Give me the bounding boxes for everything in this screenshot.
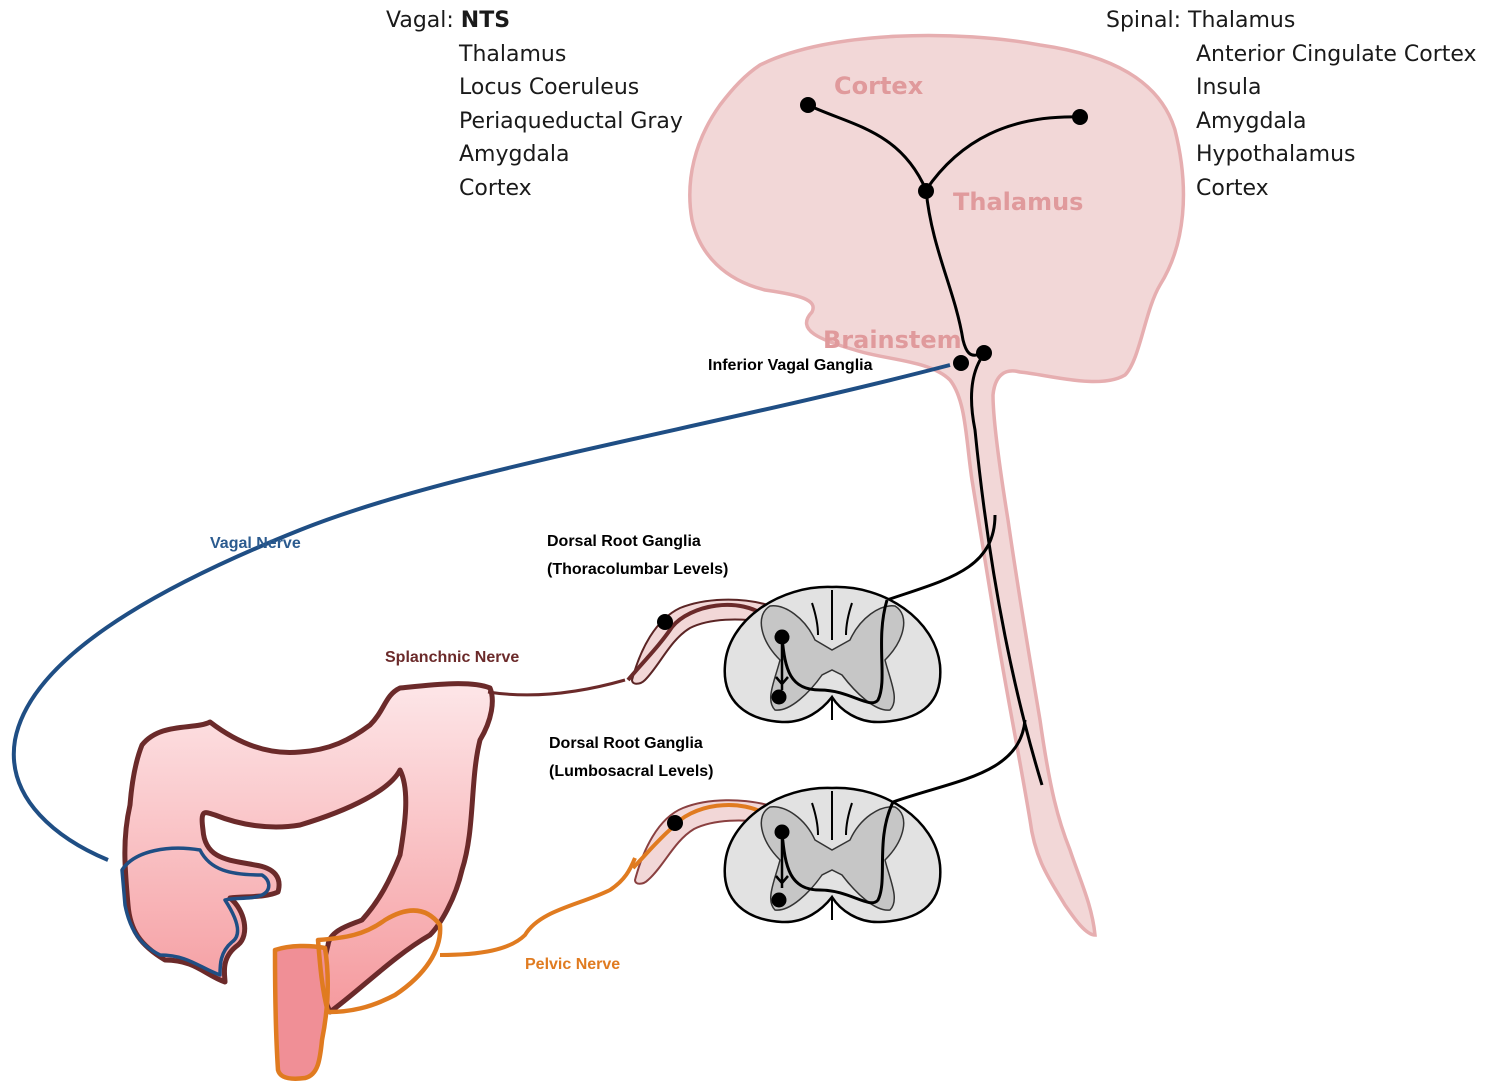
spinal-target: Anterior Cingulate Cortex: [1106, 38, 1477, 72]
spinal-pathway-heading: Spinal: Thalamus: [1106, 4, 1477, 38]
brainstem-neuron: [976, 345, 992, 361]
splanchnic-nerve: [488, 680, 625, 695]
cortex-neuron-left: [800, 97, 816, 113]
vagal-nerve-label: Vagal Nerve: [210, 535, 301, 552]
ventral-neuron: [772, 690, 787, 705]
drg-thoracolumbar-cell: [657, 614, 673, 630]
pelvic-nerve: [440, 858, 635, 955]
spinal-first-target: Thalamus: [1188, 8, 1295, 33]
spinal-target: Hypothalamus: [1106, 138, 1477, 172]
vagal-target: Periaqueductal Gray: [386, 105, 683, 139]
spinal-target: Insula: [1106, 71, 1477, 105]
splanchnic-nerve-label: Splanchnic Nerve: [385, 649, 519, 666]
vagal-target: Cortex: [386, 172, 683, 206]
drg-lumbosacral-label-line1: Dorsal Root Ganglia: [549, 735, 703, 752]
spinal-target: Amygdala: [1106, 105, 1477, 139]
inferior-vagal-ganglion: [953, 355, 969, 371]
vagal-prefix: Vagal: [386, 8, 446, 33]
pelvic-nerve-label: Pelvic Nerve: [525, 956, 620, 973]
dorsal-horn-neuron: [775, 630, 790, 645]
dorsal-horn-neuron: [775, 825, 790, 840]
vagal-target: Locus Coeruleus: [386, 71, 683, 105]
spinal-pathway-list: Spinal: Thalamus Anterior Cingulate Cort…: [1106, 4, 1477, 206]
vagal-target: Thalamus: [386, 38, 683, 72]
spinal-target: Cortex: [1106, 172, 1477, 206]
brainstem-label: Brainstem: [823, 326, 962, 354]
cortex-label: Cortex: [834, 72, 924, 100]
vagal-target: Amygdala: [386, 138, 683, 172]
thalamus-label: Thalamus: [953, 188, 1083, 216]
cortex-neuron-right: [1072, 109, 1088, 125]
thalamus-neuron: [918, 183, 934, 199]
vagal-first-target: NTS: [461, 8, 510, 33]
vagal-pathway-heading: Vagal: NTS: [386, 4, 683, 38]
inferior-vagal-ganglia-label: Inferior Vagal Ganglia: [708, 357, 873, 374]
drg-thoracolumbar-label-line1: Dorsal Root Ganglia: [547, 533, 701, 550]
drg-thoracolumbar-label-line2: (Thoracolumbar Levels): [547, 561, 728, 578]
vagal-pathway-list: Vagal: NTS Thalamus Locus Coeruleus Peri…: [386, 4, 683, 206]
lumbosacral-ascending: [893, 720, 1025, 802]
spinal-prefix: Spinal: [1106, 8, 1174, 33]
ventral-neuron: [772, 893, 787, 908]
drg-lumbosacral-cell: [667, 815, 683, 831]
drg-lumbosacral-label-line2: (Lumbosacral Levels): [549, 763, 714, 780]
